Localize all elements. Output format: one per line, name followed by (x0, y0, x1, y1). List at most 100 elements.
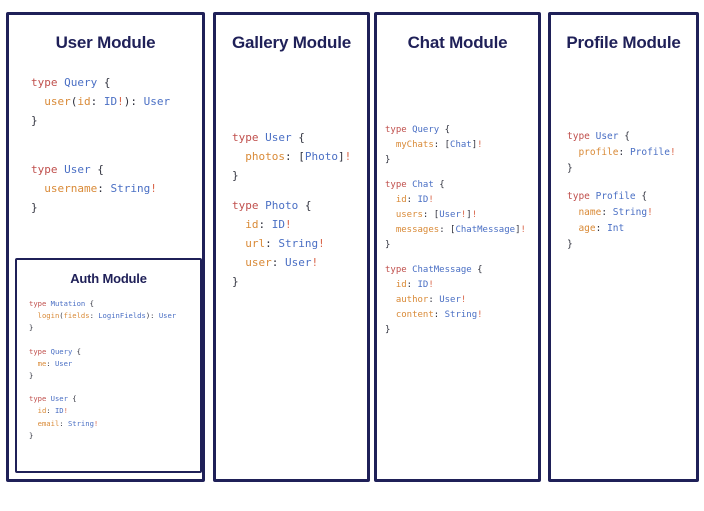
code-block-gap (567, 177, 696, 189)
schema-code-line: } (29, 370, 200, 382)
module-card-auth[interactable]: Auth Module type Mutation {login(fields:… (15, 258, 202, 473)
code-token-punct: { (433, 180, 445, 190)
code-token-bang: ! (428, 280, 434, 290)
schema-code-line: user(id: ID!): User (31, 92, 202, 111)
code-token-punct: : [ (422, 210, 440, 220)
schema-code-line: content: String! (385, 308, 538, 323)
code-token-bang: ! (477, 310, 483, 320)
schema-code-line: } (385, 238, 538, 253)
code-token-tname: String (278, 237, 319, 250)
module-card-user[interactable]: User Module type Query {user(id: ID!): U… (6, 12, 205, 482)
code-token-bang: ! (311, 256, 319, 269)
code-token-tname: User (284, 256, 312, 269)
code-token-punct: } (567, 239, 573, 250)
schema-code-line: } (232, 166, 367, 185)
code-token-field: username (44, 182, 98, 195)
code-token-punct: : (46, 358, 55, 368)
code-token-tname: Query (50, 346, 73, 356)
code-token-tname: Chat (412, 180, 434, 190)
schema-type-block: type User {photos: [Photo]!} (232, 128, 367, 185)
code-token-punct: : (595, 223, 608, 234)
schema-code-line: type Photo { (232, 196, 367, 215)
code-token-tname: Chat (450, 140, 472, 150)
schema-code-line: type Query { (29, 346, 200, 358)
schema-code-line: } (567, 237, 696, 253)
code-token-punct: { (635, 191, 648, 202)
code-token-field: email (37, 418, 60, 428)
code-token-field: name (578, 207, 602, 218)
code-token-field: url (245, 237, 266, 250)
code-token-kw: type (567, 191, 596, 202)
code-block-gap (31, 130, 202, 160)
code-token-punct: { (298, 199, 312, 212)
schema-code-line: name: String! (567, 205, 696, 221)
code-token-bang: ! (520, 225, 526, 235)
schema-type-block: type Query {myChats: [Chat]!} (385, 123, 538, 168)
schema-type-block: type User {profile: Profile!} (567, 129, 696, 177)
code-token-tname: Photo (265, 199, 299, 212)
code-token-punct: { (618, 131, 630, 142)
code-token-field: myChats (395, 140, 434, 150)
code-token-bang: ! (460, 295, 467, 305)
schema-code-line: type User { (567, 129, 696, 145)
code-token-tname: User (265, 131, 292, 144)
schema-type-block: type User {id: ID!email: String!} (29, 393, 200, 442)
module-card-chat[interactable]: Chat Module type Query {myChats: [Chat]!… (374, 12, 541, 482)
schema-code-line: } (29, 322, 200, 334)
code-token-bang: ! (344, 150, 352, 163)
module-card-profile[interactable]: Profile Module type User {profile: Profi… (548, 12, 699, 482)
code-token-punct: } (29, 371, 34, 381)
code-token-kw: type (31, 76, 65, 89)
code-token-bang: ! (428, 195, 434, 205)
code-token-punct: : (46, 406, 55, 416)
code-token-punct: } (232, 275, 239, 288)
code-token-punct: : (97, 182, 111, 195)
code-token-punct: ] (515, 225, 521, 235)
code-token-punct: ( (70, 95, 78, 108)
code-token-punct: { (85, 299, 94, 308)
schema-code-line: } (31, 111, 202, 130)
code-token-punct: : (271, 256, 285, 269)
schema-type-block: type Photo {id: ID!url: String! user: Use… (232, 196, 367, 291)
code-token-punct: { (471, 265, 483, 275)
schema-type-block: type Chat {id: ID!users: [User!]!message… (385, 178, 538, 253)
code-token-tname: Query (64, 76, 98, 89)
module-card-gallery[interactable]: Gallery Module type User {photos: [Photo… (213, 12, 370, 482)
code-token-punct: } (29, 323, 34, 333)
code-token-field: fields (63, 311, 90, 321)
schema-code-line: id: ID! (232, 215, 367, 234)
code-token-field: user (245, 256, 272, 269)
code-token-tname: Photo (304, 150, 338, 163)
code-token-tname: ID (103, 95, 118, 108)
code-token-bang: ! (63, 406, 68, 416)
code-block-gap (29, 335, 200, 346)
code-token-punct: : (601, 207, 613, 218)
code-token-punct: : (428, 295, 440, 305)
code-token-punct: : (89, 311, 99, 321)
schema-code-line: } (31, 198, 202, 217)
code-token-kw: type (31, 163, 65, 176)
schema-code-line: } (232, 272, 367, 291)
code-token-tname: User (439, 295, 461, 305)
code-block-gap (29, 382, 200, 393)
schema-code-user: type Query { user(id: ID!): User} type Use… (31, 73, 202, 217)
code-token-tname: String (444, 310, 478, 320)
code-token-punct: { (97, 76, 111, 89)
code-token-punct: : (618, 147, 630, 158)
schema-code-line: url: String! (232, 234, 367, 253)
schema-type-block: type Query {me: User} (29, 346, 200, 383)
code-token-bang: ! (460, 210, 467, 220)
schema-code-line: type User { (31, 160, 202, 179)
code-token-kw: type (385, 180, 413, 190)
code-token-punct: { (439, 125, 451, 135)
schema-code-line: author: User! (385, 293, 538, 308)
code-token-tname: Int (607, 223, 625, 234)
code-token-tname: Profile (629, 147, 670, 158)
code-token-tname: ID (417, 280, 429, 290)
code-token-field: id (77, 95, 91, 108)
schema-code-line: login(fields: LoginFields): User (29, 310, 200, 322)
code-token-punct: } (385, 240, 391, 250)
code-token-field: profile (578, 147, 619, 158)
schema-type-block: type Profile {name: String!age: Int} (567, 189, 696, 253)
code-block-gap (232, 185, 367, 196)
